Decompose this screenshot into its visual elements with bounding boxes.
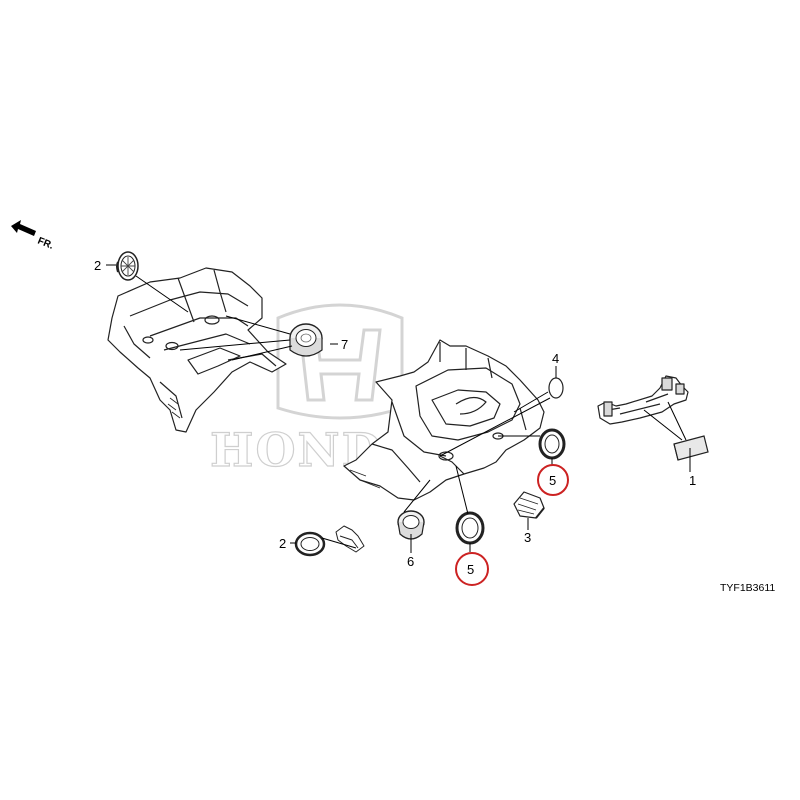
callout-7: 7 [341, 337, 348, 352]
honda-h-logo [276, 303, 404, 420]
callout-2-upper: 2 [94, 258, 101, 273]
front-label: FR. [36, 236, 55, 252]
part-5-plug-left [455, 511, 485, 545]
diagram-code: TYF1B3611 [720, 582, 775, 594]
callout-4: 4 [552, 351, 559, 366]
part-5-plug-right [538, 428, 566, 460]
part-6-grommet [397, 510, 425, 540]
callout-5-highlight-ring [455, 552, 489, 586]
callout-5-left: 5 [467, 562, 474, 577]
callout-highlights [455, 464, 569, 586]
callout-1: 1 [689, 473, 696, 488]
front-floor-panel [107, 267, 287, 433]
part-4-seal [548, 377, 564, 399]
part-2-upper-plug [116, 251, 139, 281]
callout-2-lower: 2 [279, 536, 286, 551]
callout-6: 6 [407, 554, 414, 569]
callout-5-right: 5 [549, 473, 556, 488]
callout-labels: 1 2 2 3 4 5 5 6 7 [94, 258, 696, 577]
part-1-pad [673, 435, 709, 461]
part-2-lower-plug [294, 531, 326, 557]
part-7-grommet [289, 323, 323, 357]
part-3-vent-cap [513, 491, 545, 519]
callout-3: 3 [524, 530, 531, 545]
front-direction-indicator: FR. [11, 220, 55, 252]
rear-floor-panel [343, 339, 545, 501]
part-2-lower-bracket [335, 525, 365, 553]
part-1-bracket-assembly [597, 375, 689, 425]
callout-5-highlight-ring [537, 464, 569, 496]
leader-lines [106, 264, 691, 553]
front-arrow-icon [11, 220, 36, 236]
